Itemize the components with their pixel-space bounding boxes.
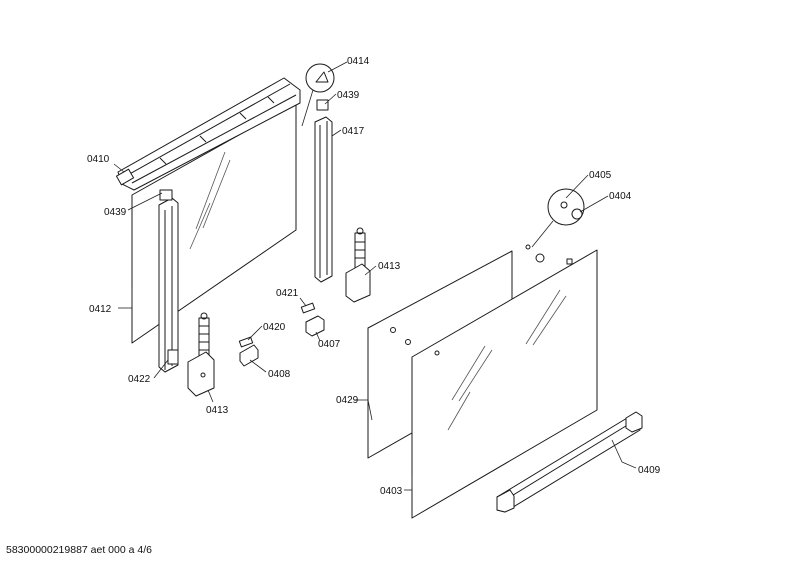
callout-0404: 0404 — [609, 191, 632, 202]
clip-0420 — [238, 336, 254, 348]
callout-0414: 0414 — [347, 56, 370, 67]
callout-0439-left: 0439 — [104, 207, 127, 218]
right-hinge-rail — [314, 99, 333, 283]
outer-door-glass — [411, 249, 598, 519]
callout-0407: 0407 — [318, 339, 341, 350]
callout-0408: 0408 — [268, 369, 291, 380]
callout-0413-left: 0413 — [206, 405, 229, 416]
right-hinge — [345, 227, 371, 303]
callout-0410: 0410 — [87, 154, 110, 165]
callout-0417: 0417 — [342, 126, 365, 137]
clip-0421 — [300, 302, 316, 314]
callout-0405: 0405 — [589, 170, 612, 181]
left-hinge-rail — [158, 189, 179, 373]
callout-0429: 0429 — [336, 395, 359, 406]
callout-labels: 0410 0439 0412 0422 0413 0414 0439 0417 … — [87, 56, 661, 497]
clip-0408 — [239, 344, 259, 367]
door-handle — [496, 411, 643, 513]
detail-bubble-0405-0404 — [525, 188, 585, 263]
callout-0421: 0421 — [276, 288, 299, 299]
callout-0412: 0412 — [89, 304, 112, 315]
clip-0407 — [305, 315, 325, 337]
callout-0403: 0403 — [380, 486, 403, 497]
callout-0422: 0422 — [128, 374, 151, 385]
detail-bubble-0414 — [301, 63, 335, 127]
callout-0420: 0420 — [263, 322, 286, 333]
document-id: 58300000219887 aet 000 a 4/6 — [6, 544, 152, 556]
callout-0439-right: 0439 — [337, 90, 360, 101]
callout-0409: 0409 — [638, 465, 661, 476]
leader-lines — [113, 61, 637, 491]
callout-0413-right: 0413 — [378, 261, 401, 272]
left-hinge — [187, 312, 215, 397]
top-door-trim — [115, 77, 301, 191]
